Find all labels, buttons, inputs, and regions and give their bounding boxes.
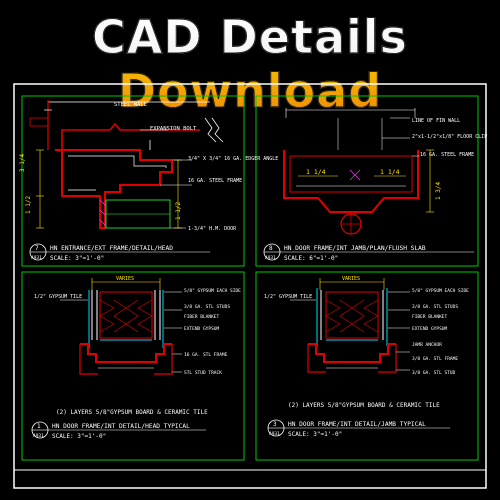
detail-1-scale: SCALE: 3"=1'-0": [52, 433, 106, 440]
detail-3-number: 3: [273, 421, 277, 428]
label-gypsum-tile-1: 1/2" GYPSUM TILE: [34, 294, 82, 300]
label-fiber-blanket-1: FIBER BLANKET: [184, 314, 220, 320]
detail-1: VARIES 1/2" GYPSUM TILE 5/8" GYPSUM EACH…: [31, 276, 241, 440]
label-fin-wall: LINE OF FIN WALL: [412, 118, 460, 124]
detail-8-title: HN DOOR FRAME/INT JAMB/PLAN/FLUSH SLAB: [284, 245, 426, 252]
detail-1-note: (2) LAYERS 5/8"GYPSUM BOARD & CERAMIC TI…: [56, 409, 208, 416]
label-gypsum-each-side-1: 5/8" GYPSUM EACH SIDE: [184, 288, 241, 294]
detail-1-number: 1: [37, 423, 41, 430]
label-fiber-blanket-3: FIBER BLANKET: [412, 314, 448, 320]
detail-3-note: (2) LAYERS 5/8"GYPSUM BOARD & CERAMIC TI…: [288, 402, 440, 409]
label-stl-studs-3: 3/8 GA. STL STUDS: [412, 304, 458, 310]
detail-7-number: 7: [35, 245, 39, 252]
label-steel-wall: STEEL WALL: [114, 102, 148, 108]
label-jamb-anchor-3: JAMB ANCHOR: [412, 342, 442, 348]
dim-1-1-4-right: 1 1/4: [380, 168, 400, 176]
label-expansion-bolt: EXPANSION BOLT: [150, 126, 197, 132]
label-steel-frame-8: 16 GA. STEEL FRAME: [420, 152, 474, 158]
label-stl-stud-3: 3/8 GA. STL STUD: [412, 370, 456, 376]
dim-1-1-4-left: 1 1/4: [306, 168, 326, 176]
label-extend-gypsum-3: EXTEND GYPSUM: [412, 326, 448, 332]
label-gypsum-each-side-3: 5/8" GYPSUM EACH SIDE: [412, 288, 469, 294]
label-gypsum-tile-3: 1/2" GYPSUM TILE: [264, 294, 312, 300]
detail-7-sheet: A931: [31, 255, 42, 261]
label-varies-1: VARIES: [116, 276, 134, 282]
detail-8: LINE OF FIN WALL 2"x1-1/2"x1/8" FLOOR CL…: [263, 108, 487, 262]
detail-7: STEEL WALL EXPANSION BOLT 3/4" X 3/4" 16…: [19, 100, 278, 262]
detail-8-number: 8: [269, 245, 273, 252]
detail-7-scale: SCALE: 3"=1'-0": [50, 255, 104, 262]
label-stud-track-1: STL STUD TRACK: [184, 370, 222, 376]
detail-3: VARIES 1/2" GYPSUM TILE 5/8" GYPSUM EACH…: [264, 276, 469, 438]
label-floor-clip: 2"x1-1/2"x1/8" FLOOR CLIP: [412, 134, 487, 140]
detail-3-scale: SCALE: 3"=1'-0": [288, 431, 342, 438]
detail-8-sheet: A931: [265, 255, 276, 261]
dim-1-1-2-right: 1 1/2: [175, 202, 182, 220]
detail-8-scale: SCALE: 6"=1'-0": [284, 255, 338, 262]
panel-border-br: [255, 271, 479, 461]
panel-border-tr: [255, 95, 479, 267]
dim-1-1-2-left: 1 1/2: [25, 196, 32, 214]
sheet-border: [13, 83, 487, 489]
detail-7-title: HN ENTRANCE/EXT FRAME/DETAIL/HEAD: [50, 245, 173, 252]
label-stl-frame-3: 3/8 GA. STL FRAME: [412, 356, 458, 362]
dim-1-3-4: 1 3/4: [435, 182, 442, 200]
label-edger-angle: 3/4" X 3/4" 16 GA. EDGER ANGLE: [188, 156, 278, 162]
label-stl-frame-1: 16 GA. STL FRAME: [184, 352, 228, 358]
label-varies-3: VARIES: [342, 276, 360, 282]
label-steel-frame: 16 GA. STEEL FRAME: [188, 178, 242, 184]
detail-1-sheet: A931: [33, 433, 44, 439]
panel-border-bl: [21, 271, 245, 461]
detail-3-sheet: A931: [269, 431, 280, 437]
title-text: CAD Details Download: [0, 10, 500, 119]
label-extend-gypsum-1: EXTEND GYPSUM: [184, 326, 220, 332]
label-hm-door: 1-3/4" H.M. DOOR: [188, 226, 237, 232]
dim-3-1-4: 3 1/4: [19, 154, 26, 172]
page-title: CAD Details Download: [0, 0, 500, 119]
panel-border-tl: [21, 95, 245, 267]
label-stl-studs-1: 3/8 GA. STL STUDS: [184, 304, 230, 310]
detail-3-title: HN DOOR FRAME/INT DETAIL/JAMB TYPICAL: [288, 421, 426, 428]
detail-1-title: HN DOOR FRAME/INT DETAIL/HEAD TYPICAL: [52, 423, 190, 430]
